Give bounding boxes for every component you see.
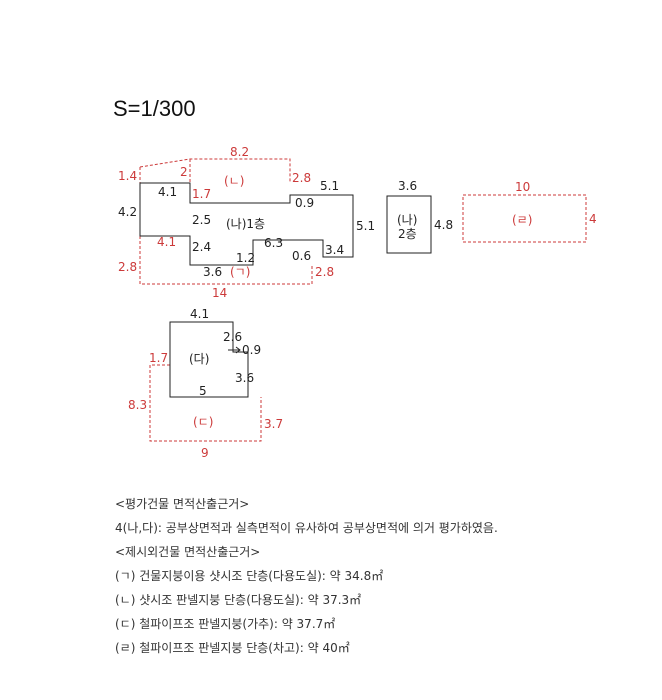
area-notes: <평가건물 면적산출근거> 4(나,다): 공부상면적과 실측면적이 유사하여 … (115, 492, 498, 660)
dim-label: 1.7 (149, 351, 168, 365)
dim-label: 3.7 (264, 417, 283, 431)
building-label-na-2f: (나) (397, 213, 417, 227)
annex-outline-ㄴ (139, 158, 291, 183)
floor-plan-diagram: 8.2 1.4 2 (ㄴ) 2.8 5.1 4.1 1.7 0.9 4.2 2.… (118, 145, 597, 460)
building-outline-na-2f (386, 195, 432, 254)
annex-label-ㄱ: (ㄱ) (230, 265, 250, 279)
dim-label: 4.8 (434, 218, 453, 232)
annex-label-ㄹ: (ㄹ) (512, 213, 532, 227)
dim-label: 4 (589, 212, 597, 226)
note-line: (ㄷ) 철파이프조 판넬지붕(가추): 약 37.7㎡ (115, 617, 336, 631)
dim-label: 2.5 (192, 213, 211, 227)
annex-label-ㄷ: (ㄷ) (193, 415, 213, 429)
dim-label: 4.1 (158, 185, 177, 199)
note-line: (ㄴ) 샷시조 판넬지붕 단층(다용도실): 약 37.3㎡ (115, 593, 362, 607)
dim-label: 5 (199, 384, 207, 398)
note-heading-extra: <제시외건물 면적산출근거> (115, 545, 261, 559)
note-heading-appraised: <평가건물 면적산출근거> (115, 497, 250, 511)
dim-label: 9 (201, 446, 209, 460)
annex-outline-ㄷ (149, 364, 262, 442)
dim-label: 2.8 (292, 171, 311, 185)
dim-label: 1.7 (192, 187, 211, 201)
dim-label: 14 (212, 286, 227, 300)
note-line: (ㄹ) 철파이프조 판넬지붕 단층(차고): 약 40㎡ (115, 641, 350, 655)
arrow-line (228, 346, 241, 354)
annex-label-ㄴ: (ㄴ) (224, 174, 244, 188)
dim-label: 8.3 (128, 398, 147, 412)
dim-label: 2.8 (315, 265, 334, 279)
dim-label: 1.2 (236, 251, 255, 265)
building-label-na-2f-floor: 2층 (398, 227, 417, 241)
dim-label: 3.4 (325, 243, 344, 257)
dim-label: 0.9 (295, 196, 314, 210)
annex-outline-ㄹ (462, 194, 587, 243)
dim-label: 6.3 (264, 236, 283, 250)
dim-label: 3.6 (235, 371, 254, 385)
dim-label: 2.6 (223, 330, 242, 344)
dim-label: 0.6 (292, 249, 311, 263)
scale-label: S=1/300 (113, 96, 196, 121)
note-line: (ㄱ) 건물지붕이용 샷시조 단층(다용도실): 약 34.8㎡ (115, 569, 384, 583)
dim-label: 10 (515, 180, 530, 194)
note-line: 4(나,다): 공부상면적과 실측면적이 유사하여 공부상면적에 의거 평가하였… (115, 521, 498, 535)
dim-label: 8.2 (230, 145, 249, 159)
dim-label: 0.9 (242, 343, 261, 357)
dim-label: 4.1 (157, 235, 176, 249)
building-outline-na-1f (139, 182, 354, 266)
dim-label: 3.6 (398, 179, 417, 193)
building-label-da: (다) (189, 352, 209, 366)
dim-label: 1.4 (118, 169, 137, 183)
dim-label: 4.1 (190, 307, 209, 321)
dim-label: 2.8 (118, 260, 137, 274)
dim-label: 2.4 (192, 240, 211, 254)
building-outline-da (169, 321, 249, 398)
dim-label: 5.1 (356, 219, 375, 233)
dim-label: 3.6 (203, 265, 222, 279)
dim-label: 5.1 (320, 179, 339, 193)
dim-label: 4.2 (118, 205, 137, 219)
dim-label: 2 (180, 165, 188, 179)
building-label-na-1f: (나)1층 (226, 217, 265, 231)
